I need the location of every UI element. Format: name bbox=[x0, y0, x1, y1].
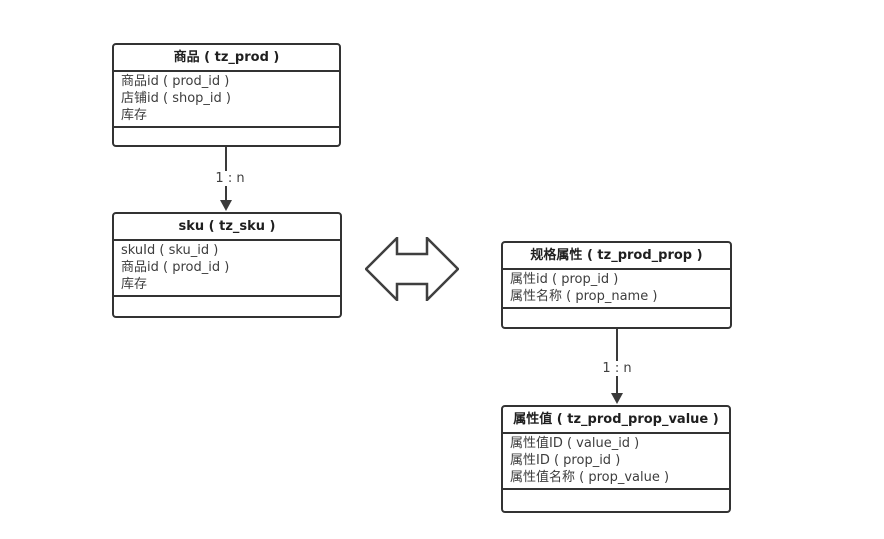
arrowhead-down-icon bbox=[611, 393, 623, 404]
entity-prod-prop-fields: 属性id ( prop_id ) 属性名称 ( prop_name ) bbox=[503, 270, 730, 309]
entity-prod-fields: 商品id ( prod_id ) 店铺id ( shop_id ) 库存 bbox=[114, 72, 339, 128]
entity-prod-prop-footer bbox=[503, 309, 730, 327]
entity-sku-title: sku ( tz_sku ) bbox=[114, 214, 340, 241]
entity-prod-prop-value-field-prop-id: 属性ID ( prop_id ) bbox=[510, 453, 621, 468]
entity-prod-prop-field-prop-id: 属性id ( prop_id ) bbox=[510, 272, 619, 287]
entity-prod-footer bbox=[114, 128, 339, 145]
entity-prod-field-shop-id: 店铺id ( shop_id ) bbox=[121, 91, 231, 106]
left-right-double-arrow-icon bbox=[365, 237, 459, 301]
entity-sku: sku ( tz_sku ) skuId ( sku_id ) 商品id ( p… bbox=[112, 212, 342, 318]
entity-prod-title: 商品 ( tz_prod ) bbox=[114, 45, 339, 72]
arrowhead-down-icon bbox=[220, 200, 232, 211]
entity-prod-prop-value-footer bbox=[503, 490, 729, 511]
entity-prod-prop-value-field-value-id: 属性值ID ( value_id ) bbox=[510, 436, 640, 451]
entity-prod: 商品 ( tz_prod ) 商品id ( prod_id ) 店铺id ( s… bbox=[112, 43, 341, 147]
entity-sku-footer bbox=[114, 297, 340, 316]
entity-prod-prop: 规格属性 ( tz_prod_prop ) 属性id ( prop_id ) 属… bbox=[501, 241, 732, 329]
entity-sku-fields: skuId ( sku_id ) 商品id ( prod_id ) 库存 bbox=[114, 241, 340, 297]
entity-sku-field-prod-id: 商品id ( prod_id ) bbox=[121, 260, 230, 275]
entity-sku-field-stock: 库存 bbox=[121, 277, 148, 292]
entity-prod-prop-value-fields: 属性值ID ( value_id ) 属性ID ( prop_id ) 属性值名… bbox=[503, 434, 729, 490]
entity-sku-field-sku-id: skuId ( sku_id ) bbox=[121, 243, 219, 258]
entity-prod-field-prod-id: 商品id ( prod_id ) bbox=[121, 74, 230, 89]
entity-prod-prop-title: 规格属性 ( tz_prod_prop ) bbox=[503, 243, 730, 270]
entity-prod-prop-value: 属性值 ( tz_prod_prop_value ) 属性值ID ( value… bbox=[501, 405, 731, 513]
entity-prod-prop-field-prop-name: 属性名称 ( prop_name ) bbox=[510, 289, 658, 304]
cardinality-label-prop-propvalue: 1 : n bbox=[587, 361, 647, 376]
entity-prod-prop-value-field-prop-value: 属性值名称 ( prop_value ) bbox=[510, 470, 670, 485]
entity-prod-field-stock: 库存 bbox=[121, 108, 148, 123]
cardinality-label-prod-sku: 1 : n bbox=[200, 171, 260, 186]
entity-prod-prop-value-title: 属性值 ( tz_prod_prop_value ) bbox=[503, 407, 729, 434]
